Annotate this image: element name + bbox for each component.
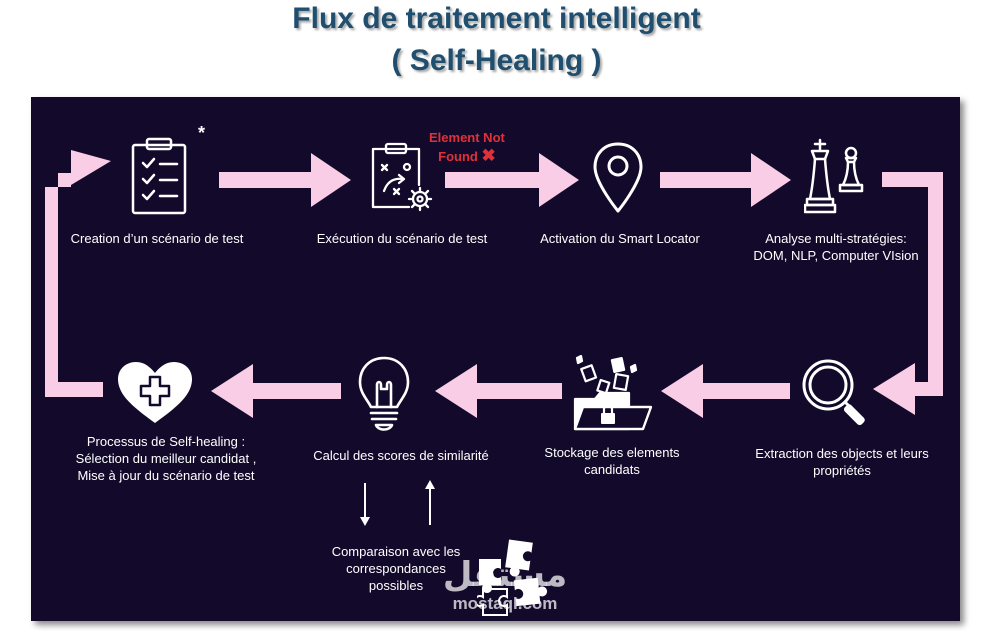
step-analyse-line2: DOM, NLP, Computer VIsion bbox=[753, 248, 919, 263]
arrow-calcul-to-comparaison bbox=[360, 517, 370, 526]
step-smart-locator-text: Activation du Smart Locator bbox=[540, 231, 700, 246]
step-self-healing-line2: Sélection du meilleur candidat , bbox=[75, 451, 257, 466]
heart-medical-icon bbox=[118, 362, 192, 423]
step-label-extraction: Extraction des objects et leurs propriét… bbox=[736, 445, 948, 479]
diagram-title: Flux de traitement intelligent bbox=[292, 2, 701, 35]
watermark-latin: mostaql.com bbox=[452, 594, 558, 613]
step-label-calcul: Calcul des scores de similarité bbox=[296, 447, 506, 464]
flow-arrows bbox=[45, 150, 943, 526]
element-not-found-line1: Element Not bbox=[429, 130, 505, 145]
step-comparaison-line1: Comparaison avec les bbox=[331, 544, 461, 559]
step-label-stockage: Stockage des elements candidats bbox=[517, 444, 707, 478]
step-analyse-line1: Analyse multi-stratégies: bbox=[765, 231, 907, 246]
arrow-calcul-to-selfhealing bbox=[211, 364, 341, 418]
step-label-execution: Exécution du scénario de test bbox=[302, 230, 502, 247]
step-self-healing-line1: Processus de Self-healing : bbox=[86, 434, 246, 449]
lightbulb-icon bbox=[358, 356, 410, 431]
step-comparaison-line2: correspondances bbox=[346, 561, 446, 576]
step-label-comparaison: Comparaison avec les correspondances pos… bbox=[311, 543, 481, 594]
step-stockage-line2: candidats bbox=[584, 462, 640, 477]
step-label-analyse: Analyse multi-stratégies: DOM, NLP, Comp… bbox=[731, 230, 941, 264]
arrow-stockage-to-calcul bbox=[435, 364, 562, 418]
step-label-creation: Creation d’un scénario de test bbox=[57, 230, 257, 247]
step-comparaison-line3: possibles bbox=[368, 578, 424, 593]
strategy-clipboard-gear-icon bbox=[371, 142, 433, 212]
element-not-found-line2: Found bbox=[438, 149, 478, 164]
step-self-healing-line3: Mise à jour du scénario de test bbox=[77, 468, 255, 483]
diagram-subtitle: ( Self-Healing ) bbox=[391, 44, 602, 77]
arrow-comparaison-to-calcul bbox=[425, 480, 435, 489]
error-x-icon: ✖ bbox=[481, 146, 496, 165]
step-extraction-line1: Extraction des objects et leurs bbox=[755, 446, 929, 461]
asterisk-mark: * bbox=[198, 123, 206, 143]
arrow-locator-to-analyse bbox=[660, 153, 791, 207]
arrow-creation-to-execution bbox=[219, 153, 351, 207]
flow-panel: * Element Not Found ✖ bbox=[31, 97, 960, 621]
folder-lock-icon bbox=[573, 355, 653, 431]
step-label-smart-locator: Activation du Smart Locator bbox=[520, 230, 720, 247]
chess-pieces-icon bbox=[804, 138, 864, 214]
step-calcul-text: Calcul des scores de similarité bbox=[313, 448, 489, 463]
magnifier-icon bbox=[802, 359, 865, 426]
arrow-selfhealing-to-creation bbox=[45, 150, 111, 397]
step-creation-text: Creation d’un scénario de test bbox=[70, 231, 244, 246]
element-not-found-note: Element Not Found ✖ bbox=[429, 129, 505, 166]
location-pin-icon bbox=[593, 142, 643, 213]
step-extraction-line2: propriétés bbox=[813, 463, 871, 478]
step-label-self-healing: Processus de Self-healing : Sélection du… bbox=[61, 433, 271, 484]
watermark: مستقل mostaql.com bbox=[430, 555, 580, 613]
puzzle-icon bbox=[477, 539, 548, 616]
step-execution-text: Exécution du scénario de test bbox=[316, 231, 488, 246]
arrow-extraction-to-stockage bbox=[661, 364, 790, 418]
arrow-analyse-to-extraction bbox=[873, 172, 943, 415]
arrow-execution-to-locator bbox=[445, 153, 579, 207]
watermark-arabic: مستقل bbox=[442, 555, 568, 595]
checklist-clipboard-icon bbox=[131, 137, 187, 215]
step-stockage-line1: Stockage des elements bbox=[544, 445, 680, 460]
